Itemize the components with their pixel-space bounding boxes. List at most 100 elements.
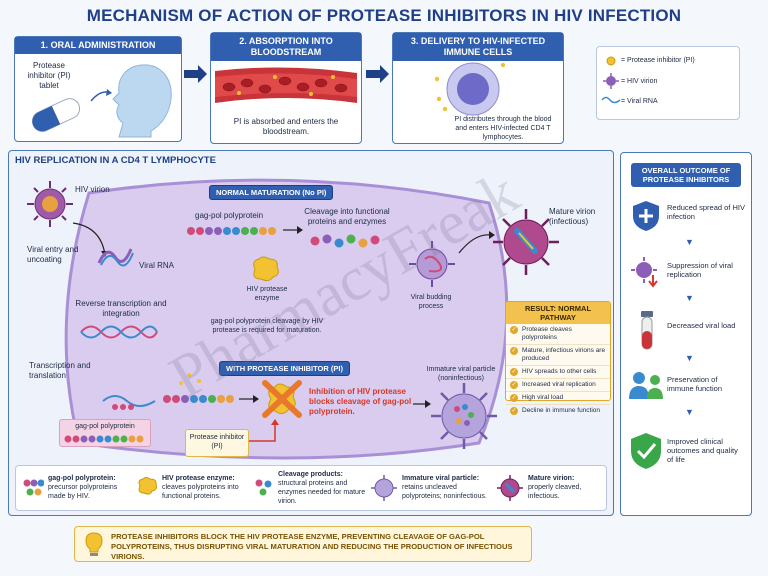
result-box: RESULT: NORMAL PATHWAY Protease cleaves …: [505, 301, 611, 415]
flow-arrow-icon: [184, 65, 207, 83]
viral-entry-label: Viral entry and uncoating: [27, 245, 79, 264]
summary-box: PROTEASE INHIBITORS BLOCK THE HIV PROTEA…: [74, 526, 532, 562]
normal-maturation-badge: NORMAL MATURATION (No PI): [209, 185, 334, 200]
budding-label: Viral budding process: [410, 294, 452, 310]
legend-term: gag-pol polyprotein:: [48, 475, 116, 482]
panel-title: HIV REPLICATION IN A CD4 T LYMPHOCYTE: [15, 155, 216, 166]
legend-mature: Mature virion: properly cleaved, infectio…: [528, 474, 602, 501]
legend-pi: = Protease inhibitor (PI): [621, 57, 695, 64]
immature-virion-icon: [371, 475, 397, 501]
arrow-icon: [90, 89, 112, 102]
cleavage-products-icon: [310, 234, 380, 248]
page-title: MECHANISM OF ACTION OF PROTEASE INHIBITO…: [86, 6, 682, 25]
gag-pol-box-label: gag-pol polyprotein: [75, 423, 135, 430]
outcome-item: Reduced spread of HIV infection: [667, 203, 745, 221]
legend-term: HIV protease enzyme:: [162, 475, 235, 482]
step-title: 1. ORAL ADMINISTRATION: [15, 37, 181, 54]
outcome-item: Decreased viral load: [667, 321, 736, 330]
down-arrow-icon: ▼: [685, 237, 694, 247]
polyprotein-chain-icon: [163, 395, 234, 403]
normal-gagpol-label: gag-pol polyprotein: [195, 211, 264, 220]
legend-desc: properly cleaved, infectious.: [528, 484, 582, 500]
result-item: Increased viral replication: [506, 379, 610, 392]
inhibited-protease-icon: [262, 380, 302, 418]
pi-dots-icon: [179, 373, 201, 385]
polyprotein-chain-icon: [64, 435, 144, 443]
legend-term: Cleavage products:: [278, 471, 343, 478]
pi-label-box: Protease inhibitor (PI): [185, 429, 249, 457]
flow-arrow-icon: [366, 65, 389, 83]
outcome-item: Preservation of immune function: [667, 375, 723, 393]
step-caption: PI distributes through the blood and ent…: [454, 116, 552, 141]
people-icon: [629, 372, 663, 399]
outcome-item: Improved clinical outcomes and quality o…: [667, 437, 738, 464]
blood-vessel-icon: [215, 67, 357, 103]
lymphocyte-icon: [434, 62, 506, 116]
result-item: HIV spreads to other cells: [506, 366, 610, 379]
immature-virion-icon: [431, 383, 497, 449]
step-title: 3. DELIVERY TO HIV-INFECTED IMMUNE CELLS: [393, 33, 563, 61]
down-arrow-icon: ▼: [685, 293, 694, 303]
pi-action-arrow-icon: [249, 419, 279, 442]
legend-enzyme: HIV protease enzyme: cleaves polyproteins…: [162, 474, 248, 501]
lightbulb-icon: [85, 532, 103, 556]
down-arrow-icon: ▼: [685, 407, 694, 417]
reverse-transcription-label: Reverse transcription and integration: [75, 299, 167, 318]
flow-arrow-icon: [413, 400, 431, 408]
legend-gagpol: gag-pol polyprotein: precursor polyprotei…: [48, 474, 128, 501]
flow-arrow-icon: [458, 231, 495, 254]
legend-cleavage: Cleavage products: structural proteins an…: [278, 470, 366, 506]
mature-virion-icon: [493, 209, 559, 275]
flow-arrow-icon: [283, 226, 303, 234]
cell-membrane: [64, 178, 509, 460]
replication-panel: HIV REPLICATION IN A CD4 T LYMPHOCYTE HI…: [8, 150, 614, 516]
inhibition-text: Inhibition of HIV protease blocks cleava…: [309, 387, 412, 416]
shield-check-icon: [631, 433, 661, 469]
step-label: Protease inhibitor (PI) tablet: [27, 61, 71, 90]
mature-virion-icon: [497, 475, 523, 501]
step-delivery: 3. DELIVERY TO HIV-INFECTED IMMUNE CELLS…: [392, 32, 564, 144]
result-item: Decline in immune function: [506, 405, 610, 417]
blood-tube-icon: [641, 311, 653, 350]
head-profile-icon: [112, 64, 172, 138]
dna-helix-icon: [80, 325, 158, 339]
transcription-label: Transcription and translation: [29, 361, 91, 380]
outcome-item: Suppression of viral replication: [667, 261, 733, 279]
down-arrow-icon: ▼: [685, 353, 694, 363]
legend-desc: structural proteins and enzymes needed f…: [278, 480, 366, 505]
legend-desc: cleaves polyproteins into functional pro…: [162, 484, 239, 500]
mature-label: Mature virion (infectious): [549, 207, 596, 226]
viral-rna-icon: [97, 248, 134, 267]
with-pi-badge: WITH PROTEASE INHIBITOR (PI): [219, 361, 350, 376]
virion-icon: [603, 73, 619, 89]
normal-note: gag-pol polyprotein cleavage by HIV prot…: [210, 318, 324, 334]
result-item: High viral load: [506, 392, 610, 405]
virion-down-icon: [631, 257, 658, 288]
legend-immature: Immature viral particle: retains uncleave…: [402, 474, 494, 501]
polyprotein-chain-icon: [23, 479, 44, 496]
hiv-virion-label: HIV virion: [75, 185, 110, 194]
legend-term: Immature viral particle:: [402, 475, 480, 482]
step-absorption: 2. ABSORPTION INTO BLOODSTREAM PI is abs…: [210, 32, 362, 144]
ribosome-icon: [102, 395, 156, 410]
viral-rna-label: Viral RNA: [139, 261, 174, 270]
summary-text: PROTEASE INHIBITORS BLOCK THE HIV PROTEA…: [111, 532, 513, 561]
polyprotein-chain-icon: [187, 227, 276, 235]
result-title: RESULT: NORMAL PATHWAY: [506, 302, 610, 324]
outcome-title: OVERALL OUTCOME OF PROTEASE INHIBITORS: [631, 163, 741, 187]
step-title: 2. ABSORPTION INTO BLOODSTREAM: [211, 33, 361, 61]
result-item: Protease cleaves polyproteins: [506, 324, 610, 345]
protease-enzyme-icon: [138, 477, 157, 495]
result-item: Mature, infectious virions are produced: [506, 345, 610, 366]
outcome-panel: OVERALL OUTCOME OF PROTEASE INHIBITORS R…: [620, 152, 752, 516]
legend-virion: = HIV virion: [621, 78, 658, 85]
legend-desc: retains uncleaved polyproteins; noninfec…: [402, 484, 487, 500]
bottom-legend: gag-pol polyprotein: precursor polyprotei…: [15, 465, 607, 511]
legend-term: Mature virion:: [528, 475, 575, 482]
cleavage-products-icon: [255, 479, 272, 496]
cleavage-label: Cleavage into functional proteins and en…: [304, 207, 390, 226]
pi-label: Protease inhibitor (PI): [189, 434, 245, 450]
viral-rna-icon: [601, 96, 621, 104]
gag-pol-box: gag-pol polyprotein: [59, 419, 151, 447]
legend-desc: precursor polyproteins made by HIV.: [48, 484, 118, 500]
